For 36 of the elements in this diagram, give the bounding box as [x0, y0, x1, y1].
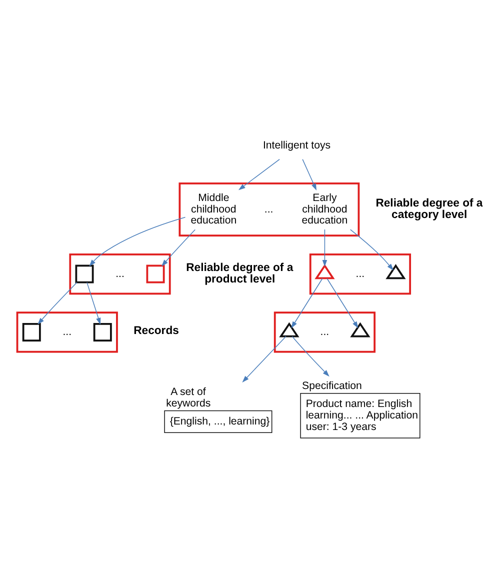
label: Reliable degree of a product level [186, 262, 294, 286]
node-label: A set of keywords [166, 386, 211, 410]
label: ... [356, 268, 365, 280]
arrow [350, 229, 394, 271]
node-box [22, 322, 41, 342]
arrow [242, 336, 286, 382]
node-triangle [314, 264, 335, 280]
node-box [146, 264, 165, 284]
cluster [309, 253, 412, 295]
arrow [326, 278, 358, 328]
cluster [274, 312, 376, 353]
arrow [86, 282, 101, 325]
label: Records [134, 325, 179, 338]
node-text: Middle childhood education [190, 192, 237, 227]
node-box [93, 322, 112, 342]
arrow [322, 229, 328, 267]
arrow [162, 229, 196, 266]
label: ... [116, 268, 124, 280]
label: ... [62, 326, 72, 338]
node-box: {English, ..., learning} [164, 410, 272, 434]
arrow [238, 158, 280, 190]
arrow [89, 216, 186, 266]
node-box: Product name: English learning... ... Application user: 1-3 years [300, 393, 420, 438]
label: ... [320, 326, 330, 338]
node-text: Intelligent toys [263, 139, 331, 152]
arrow [302, 158, 317, 190]
node-text: Early childhood education [302, 192, 348, 227]
node-label: Specification [302, 380, 362, 392]
arrow [291, 278, 323, 328]
arrow [38, 282, 78, 325]
label: ... [264, 203, 274, 216]
label: Reliable degree of a category level [376, 197, 483, 221]
cluster [16, 312, 118, 353]
cluster [69, 253, 171, 295]
arrow [292, 336, 330, 377]
node-box [75, 264, 94, 284]
